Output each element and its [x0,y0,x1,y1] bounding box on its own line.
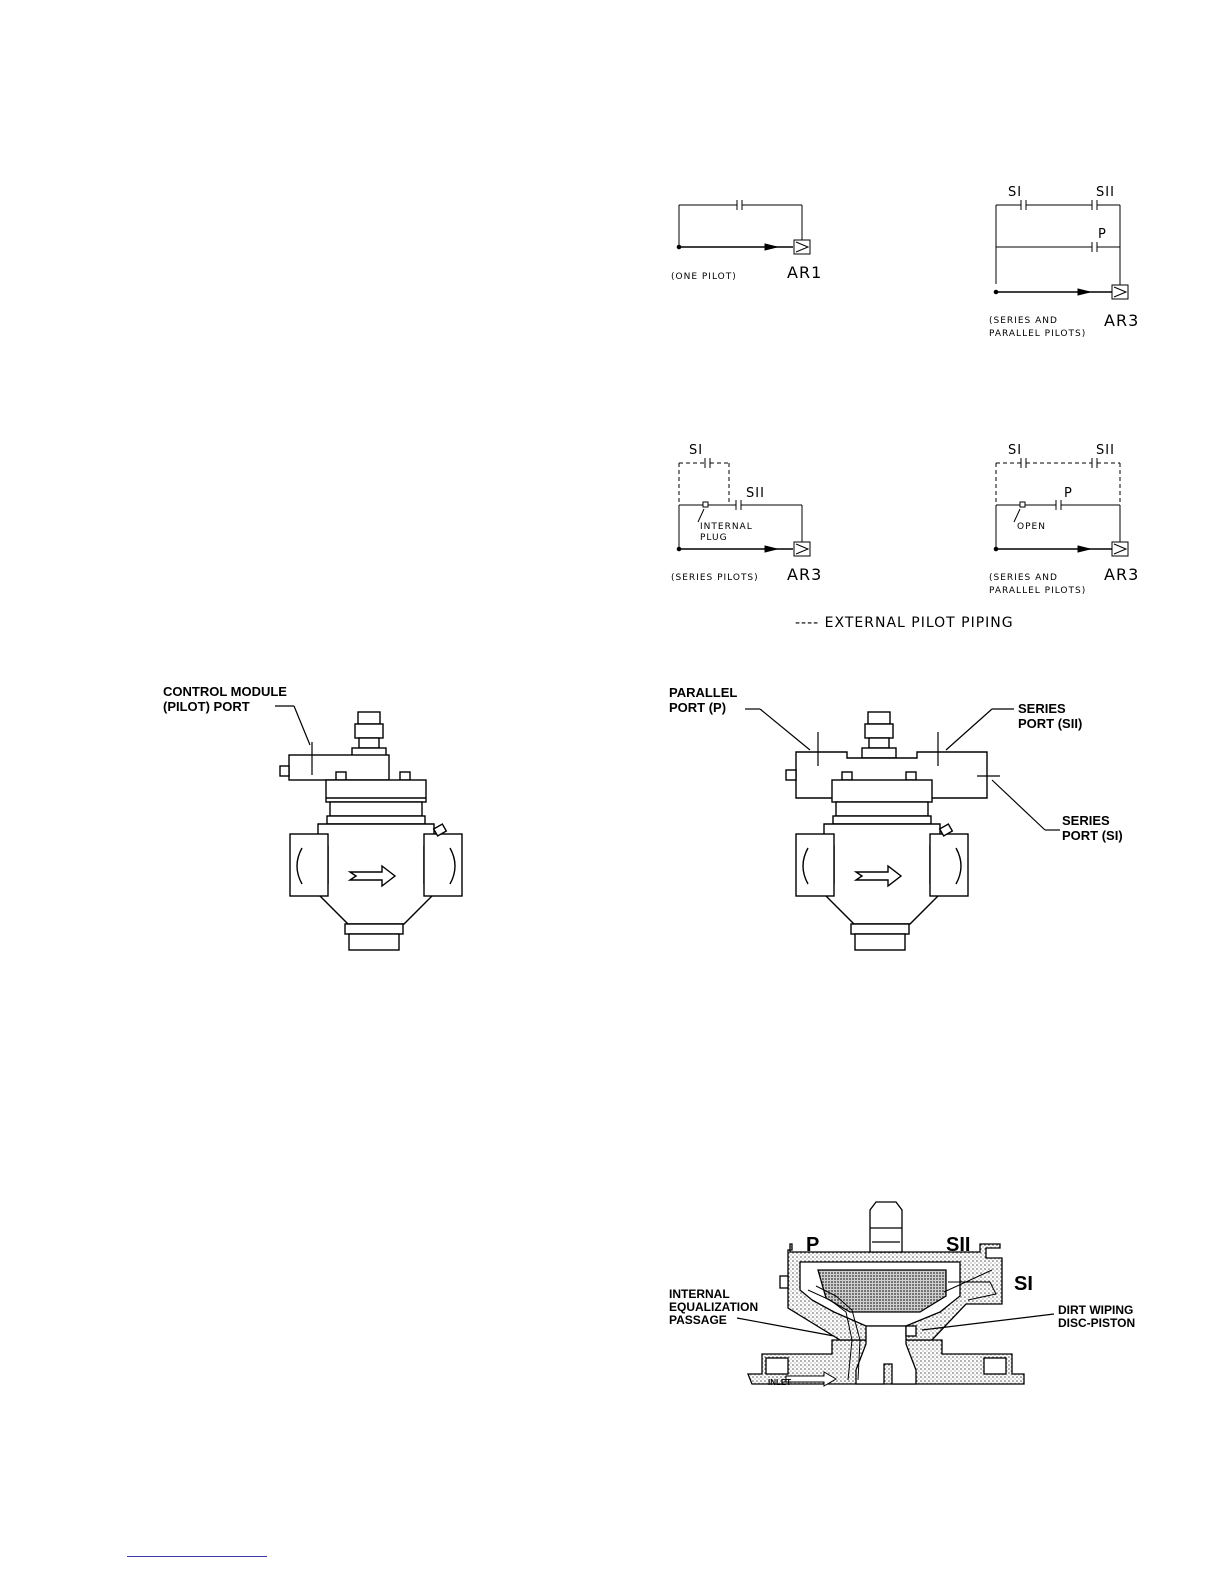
control-module-label-1: CONTROL MODULE [163,684,287,699]
passage-label-3: PASSAGE [669,1313,727,1327]
series-sii-port-label-2: PORT (SII) [1018,716,1082,731]
parallel-port-label-1: PARALLEL [669,685,737,700]
series-plug-2: PLUG [700,533,728,543]
cutaway-si-label: SI [1014,1273,1033,1295]
cutaway-p-label: P [806,1234,819,1256]
valve-drawing-left [279,711,463,951]
passage-label-2: EQUALIZATION [669,1300,758,1314]
valve-drawing-right [785,711,1000,951]
right-valve-leaders [745,708,1060,831]
schematic-series-parallel-bottom [993,458,1129,557]
footer-link-underline[interactable] [127,1556,267,1557]
bottom-si-label: SI [1008,443,1022,458]
valve-cutaway [747,1201,1025,1387]
cutaway-sii-label: SII [946,1234,970,1256]
dirt-wiping-label-1: DIRT WIPING [1058,1303,1133,1317]
top-caption-1: (SERIES AND [989,316,1058,326]
dirt-wiping-label-2: DISC-PISTON [1058,1316,1135,1330]
series-caption: (SERIES PILOTS) [671,573,759,583]
schematic-series-parallel-top [993,200,1129,300]
top-caption-2: PARALLEL PILOTS) [989,329,1086,339]
series-sii-port-label-1: SERIES [1018,701,1066,716]
bottom-p-label: P [1064,486,1073,501]
top-model: AR3 [1104,311,1139,330]
schematic-one-pilot [676,200,811,255]
bottom-model: AR3 [1104,565,1139,584]
cutaway-leaders [736,1313,1055,1337]
cutaway-inlet-label: INLET [768,1378,791,1387]
bottom-caption-2: PARALLEL PILOTS) [989,586,1086,596]
bottom-caption-1: (SERIES AND [989,573,1058,583]
series-model: AR3 [787,565,822,584]
legend-external-pilot-piping: ---- EXTERNAL PILOT PIPING [795,615,1014,631]
bottom-open-label: OPEN [1017,522,1046,532]
series-si-port-label-1: SERIES [1062,813,1110,828]
bottom-sii-label: SII [1096,443,1115,458]
one-pilot-caption: (ONE PILOT) [671,272,737,282]
series-plug-1: INTERNAL [700,522,753,532]
series-sii-label: SII [746,486,765,501]
one-pilot-model: AR1 [787,263,822,282]
schematic-series [676,458,811,557]
top-p-label: P [1098,227,1107,242]
parallel-port-label-2: PORT (P) [669,700,726,715]
top-sii-label: SII [1096,185,1115,200]
passage-label-1: INTERNAL [669,1287,730,1301]
top-si-label: SI [1008,185,1022,200]
control-module-label-2: (PILOT) PORT [163,699,250,714]
pilot-port-leader [275,705,311,746]
series-si-port-label-2: PORT (SI) [1062,828,1123,843]
series-si-label: SI [689,443,703,458]
